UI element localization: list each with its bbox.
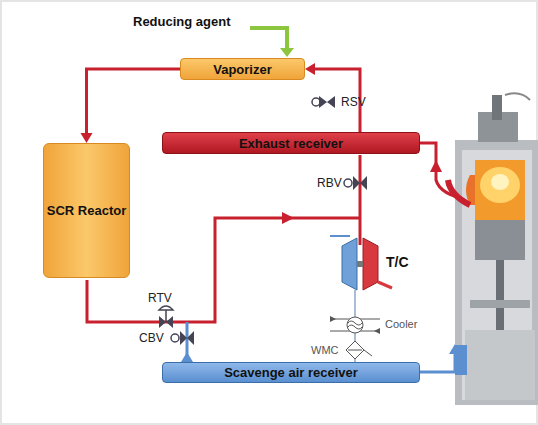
reducing-agent-line — [250, 28, 287, 50]
arrow-head — [181, 352, 193, 362]
pipe-line — [87, 69, 181, 135]
valve-label: RBV — [317, 176, 342, 190]
arrow-head — [430, 160, 442, 172]
engine-illustration — [448, 93, 538, 405]
vaporizer-box: Vaporizer — [180, 58, 305, 80]
valve-rbv — [344, 176, 367, 190]
node-text: SCR Reactor — [47, 203, 126, 218]
arrow-head — [282, 212, 294, 224]
valve-rtv — [159, 306, 173, 328]
scavenge-receiver-box: Scavenge air receiver — [162, 362, 420, 383]
water-mist-catcher-symbol — [346, 341, 372, 359]
turbocharger-symbol — [330, 236, 392, 290]
arrow-head — [305, 63, 315, 75]
exhaust-receiver-box: Exhaust receiver — [162, 132, 420, 154]
arrow-head — [280, 48, 294, 57]
arrow-head — [81, 133, 93, 143]
valve-label: CBV — [139, 331, 164, 345]
node-text: Vaporizer — [213, 62, 272, 77]
component-label: WMC — [311, 344, 339, 356]
valve-label: RSV — [341, 95, 366, 109]
component-label: Cooler — [385, 318, 417, 330]
scavenge-line — [420, 352, 455, 372]
node-text: Scavenge air receiver — [224, 365, 358, 380]
node-text: Exhaust receiver — [239, 136, 343, 151]
scr-reactor-box: SCR Reactor — [43, 143, 130, 278]
input-label: Reducing agent — [133, 14, 231, 29]
valve-cbv — [171, 331, 194, 345]
valve-label: RTV — [148, 291, 172, 305]
cooler-symbol — [330, 316, 380, 334]
valve-rsv — [312, 96, 335, 108]
bypass-line — [359, 155, 362, 245]
component-label: T/C — [386, 254, 409, 270]
